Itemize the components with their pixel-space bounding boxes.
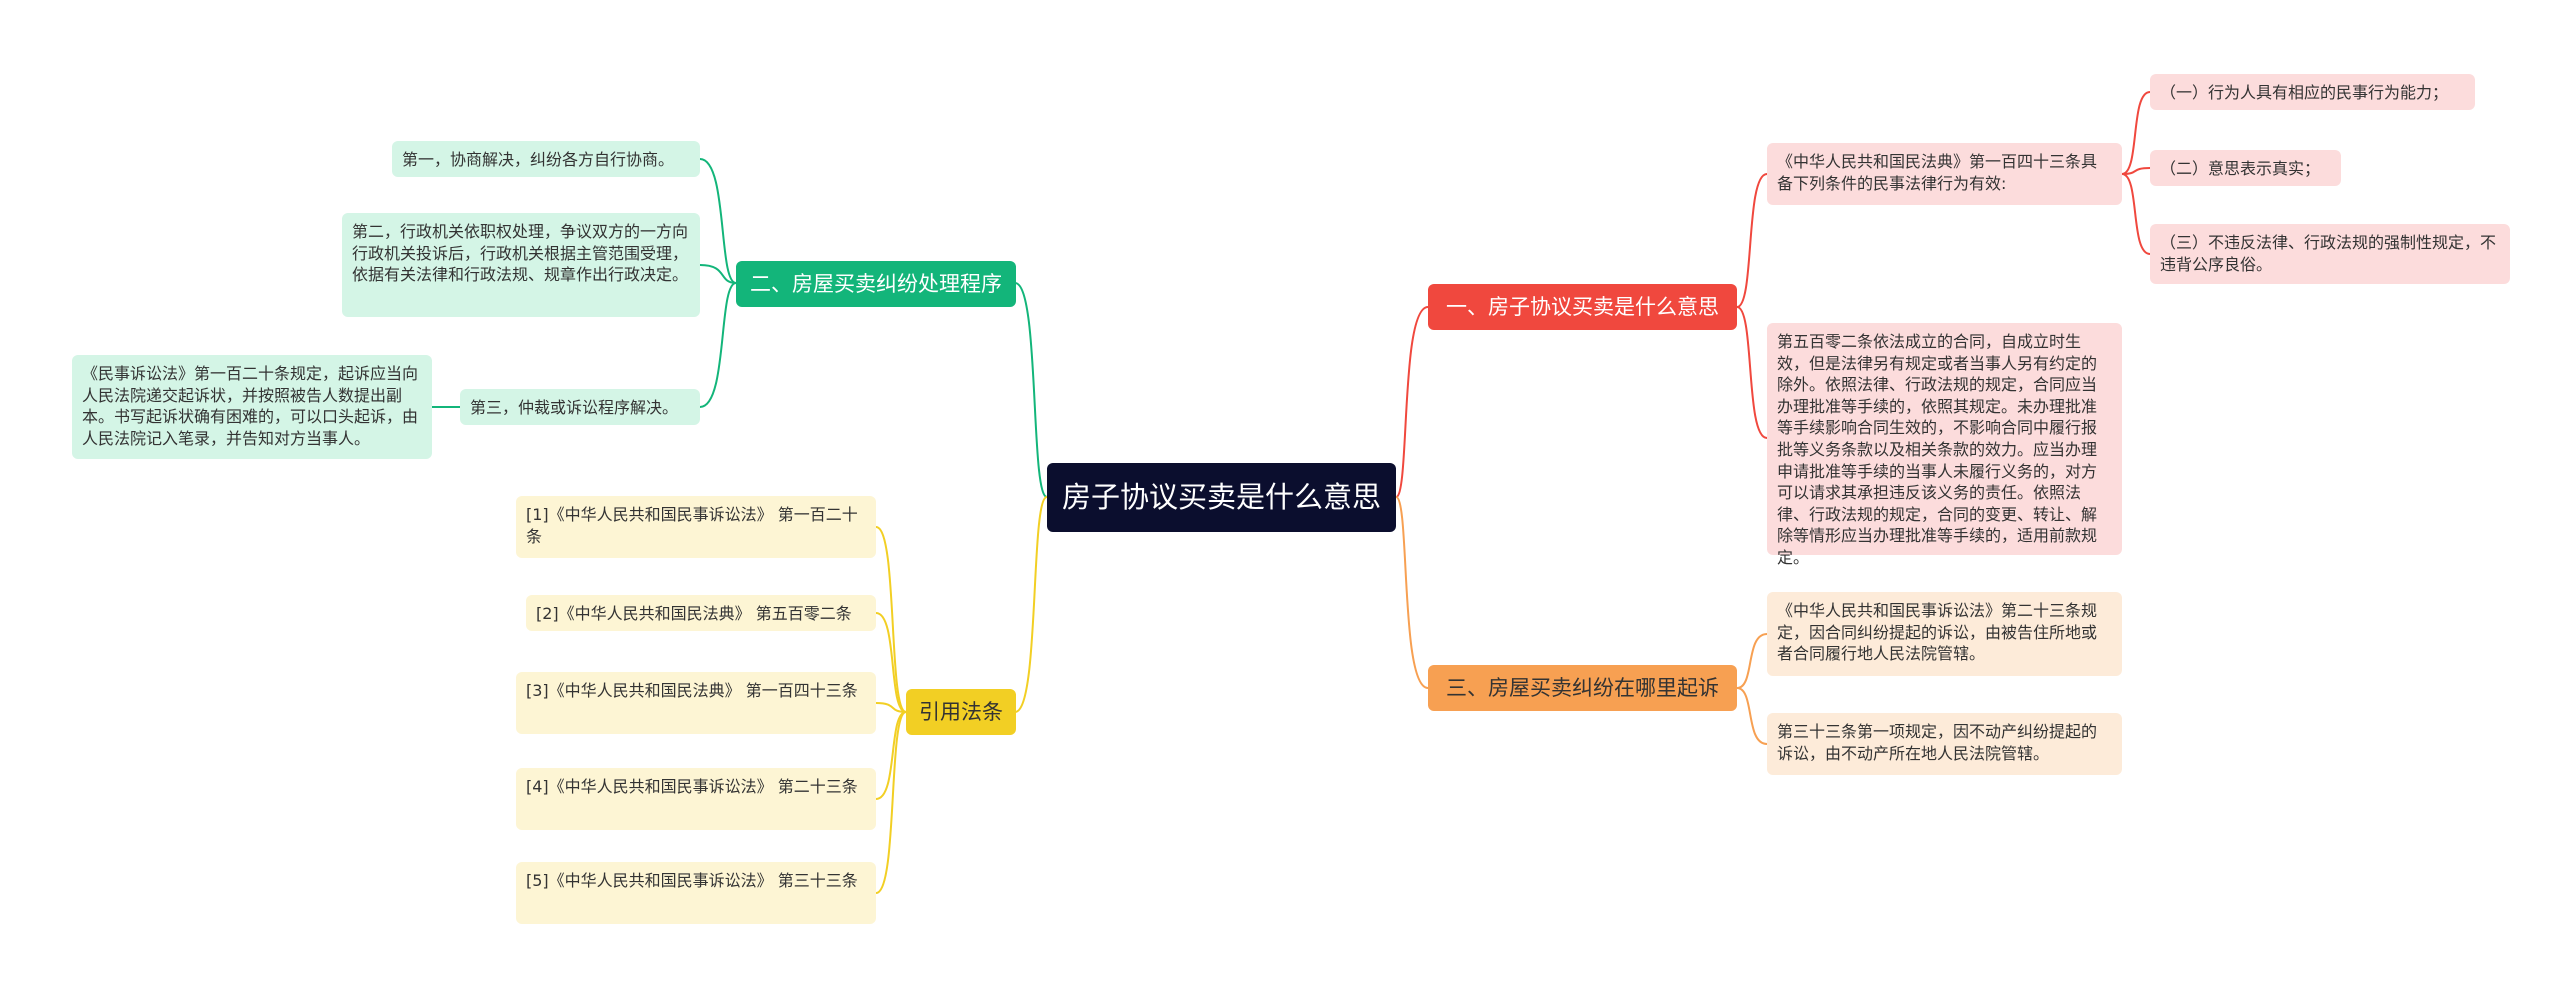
branch-meaning[interactable]: 一、房子协议买卖是什么意思 xyxy=(1428,284,1737,330)
citation-3[interactable]: [3]《中华人民共和国民法典》 第一百四十三条 xyxy=(516,672,876,734)
branch-dispute-procedure[interactable]: 二、房屋买卖纠纷处理程序 xyxy=(736,261,1016,307)
leaf-civil-procedure-23[interactable]: 《中华人民共和国民事诉讼法》第二十三条规定，因合同纠纷提起的诉讼，由被告住所地或… xyxy=(1767,592,2122,676)
citation-4[interactable]: [4]《中华人民共和国民事诉讼法》 第二十三条 xyxy=(516,768,876,830)
leaf-civil-code-502[interactable]: 第五百零二条依法成立的合同，自成立时生效，但是法律另有规定或者当事人另有约定的除… xyxy=(1767,323,2122,567)
link-root-citations xyxy=(1014,496,1048,713)
citation-2[interactable]: [2]《中华人民共和国民法典》 第五百零二条 xyxy=(526,595,876,631)
branch-citations[interactable]: 引用法条 xyxy=(906,689,1016,735)
leaf-negotiation[interactable]: 第一，协商解决，纠纷各方自行协商。 xyxy=(392,141,700,177)
leaf-civil-procedure-120[interactable]: 《民事诉讼法》第一百二十条规定，起诉应当向人民法院递交起诉状，并按照被告人数提出… xyxy=(72,355,432,459)
link-root-where xyxy=(1395,496,1429,689)
citation-5[interactable]: [5]《中华人民共和国民事诉讼法》 第三十三条 xyxy=(516,862,876,924)
leaf-administrative[interactable]: 第二，行政机关依职权处理，争议双方的一方向行政机关投诉后，行政机关根据主管范围受… xyxy=(342,213,700,317)
leaf-condition-3[interactable]: （三）不违反法律、行政法规的强制性规定，不违背公序良俗。 xyxy=(2150,224,2510,284)
citation-1[interactable]: [1]《中华人民共和国民事诉讼法》 第一百二十条 xyxy=(516,496,876,558)
leaf-civil-code-143[interactable]: 《中华人民共和国民法典》第一百四十三条具备下列条件的民事法律行为有效: xyxy=(1767,143,2122,205)
leaf-arbitration-litigation[interactable]: 第三，仲裁或诉讼程序解决。 xyxy=(460,389,700,425)
link-root-meaning xyxy=(1395,306,1429,498)
root-topic[interactable]: 房子协议买卖是什么意思 xyxy=(1047,463,1396,532)
branch-where-to-sue[interactable]: 三、房屋买卖纠纷在哪里起诉 xyxy=(1428,665,1737,711)
leaf-condition-1[interactable]: （一）行为人具有相应的民事行为能力； xyxy=(2150,74,2475,110)
leaf-civil-procedure-33[interactable]: 第三十三条第一项规定，因不动产纠纷提起的诉讼，由不动产所在地人民法院管辖。 xyxy=(1767,713,2122,775)
link-root-procedure xyxy=(1014,282,1048,498)
leaf-condition-2[interactable]: （二）意思表示真实； xyxy=(2150,150,2341,186)
